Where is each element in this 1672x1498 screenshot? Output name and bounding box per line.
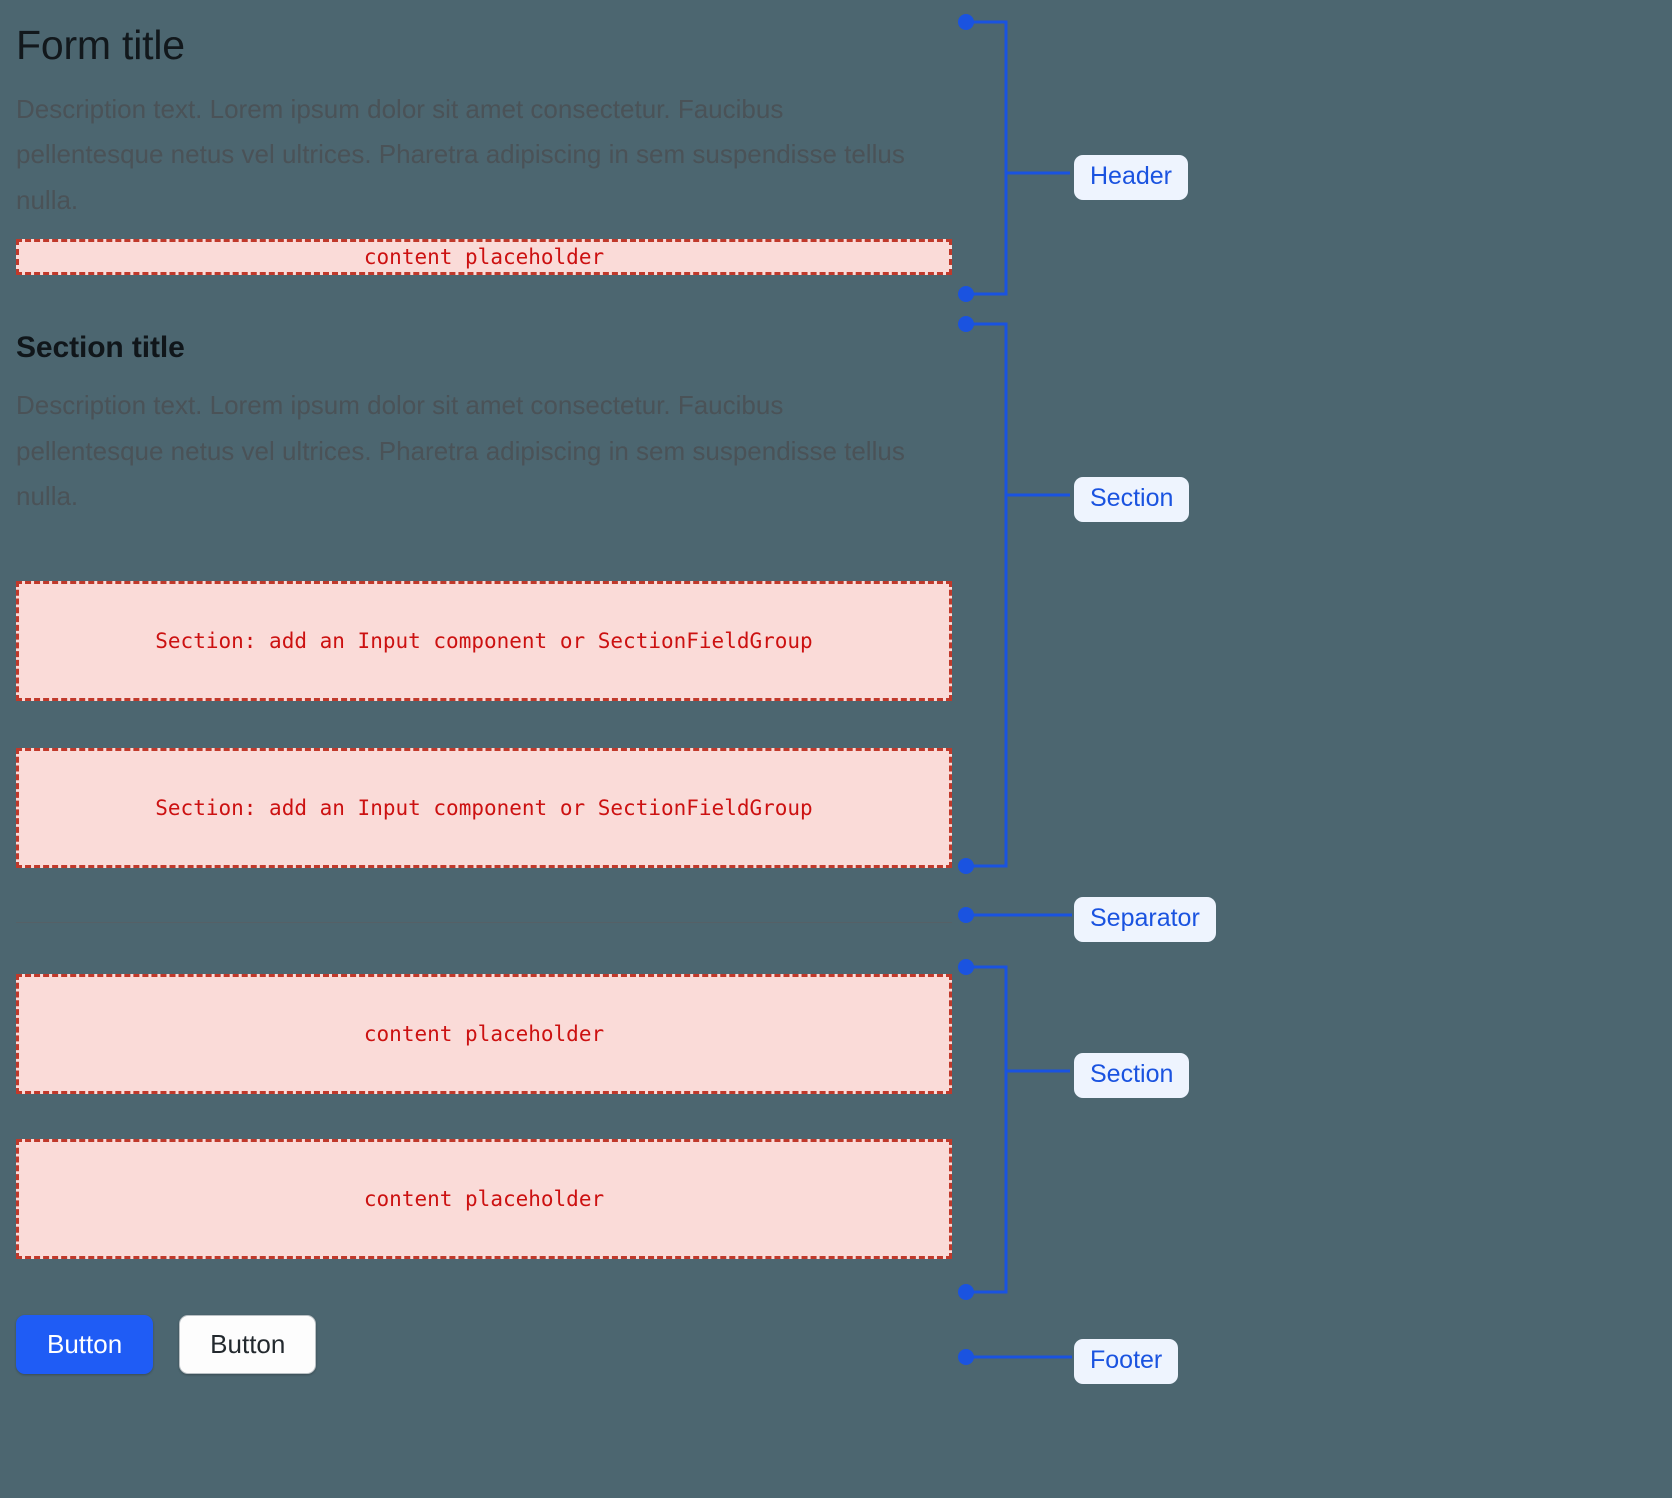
anchor-dot <box>958 14 974 30</box>
connector-section-two <box>966 965 1008 1294</box>
section-two-block: content placeholder content placeholder <box>16 974 952 1260</box>
connector-dots <box>958 14 974 1365</box>
annotation-label-section-two[interactable]: Section <box>1074 1053 1190 1098</box>
anchor-dot <box>958 1349 974 1365</box>
form-footer: Button Button <box>16 1315 952 1375</box>
anchor-dot <box>958 858 974 874</box>
form-description: Description text. Lorem ipsum dolor sit … <box>16 94 905 215</box>
annotation-label-separator[interactable]: Separator <box>1074 897 1216 942</box>
anchor-dot <box>958 907 974 923</box>
header-content-placeholder: content placeholder <box>16 238 952 275</box>
section-field-placeholder: Section: add an Input component or Secti… <box>16 748 952 869</box>
primary-button[interactable]: Button <box>16 1315 154 1375</box>
section-content-placeholder: content placeholder <box>16 1139 952 1260</box>
form-header-block: Form title Description text. Lorem ipsum… <box>16 22 952 275</box>
section-title: Section title <box>16 330 185 364</box>
form-title: Form title <box>16 22 185 68</box>
annotation-label-section-one[interactable]: Section <box>1074 477 1190 522</box>
anchor-dot <box>958 959 974 975</box>
form-preview: Form title Description text. Lorem ipsum… <box>16 0 952 1375</box>
connector-header <box>966 20 1008 296</box>
annotation-label-footer[interactable]: Footer <box>1074 1339 1179 1384</box>
anchor-dot <box>958 316 974 332</box>
section-description: Description text. Lorem ipsum dolor sit … <box>16 390 905 511</box>
anchor-dot <box>958 1284 974 1300</box>
form-separator <box>16 922 952 924</box>
section-content-placeholder: content placeholder <box>16 974 952 1095</box>
section-field-placeholder: Section: add an Input component or Secti… <box>16 581 952 702</box>
section-one-block: Section title Description text. Lorem ip… <box>16 330 952 869</box>
annotation-label-header[interactable]: Header <box>1074 155 1188 200</box>
connector-section-one <box>966 322 1008 868</box>
secondary-button[interactable]: Button <box>179 1315 317 1375</box>
anchor-dot <box>958 286 974 302</box>
